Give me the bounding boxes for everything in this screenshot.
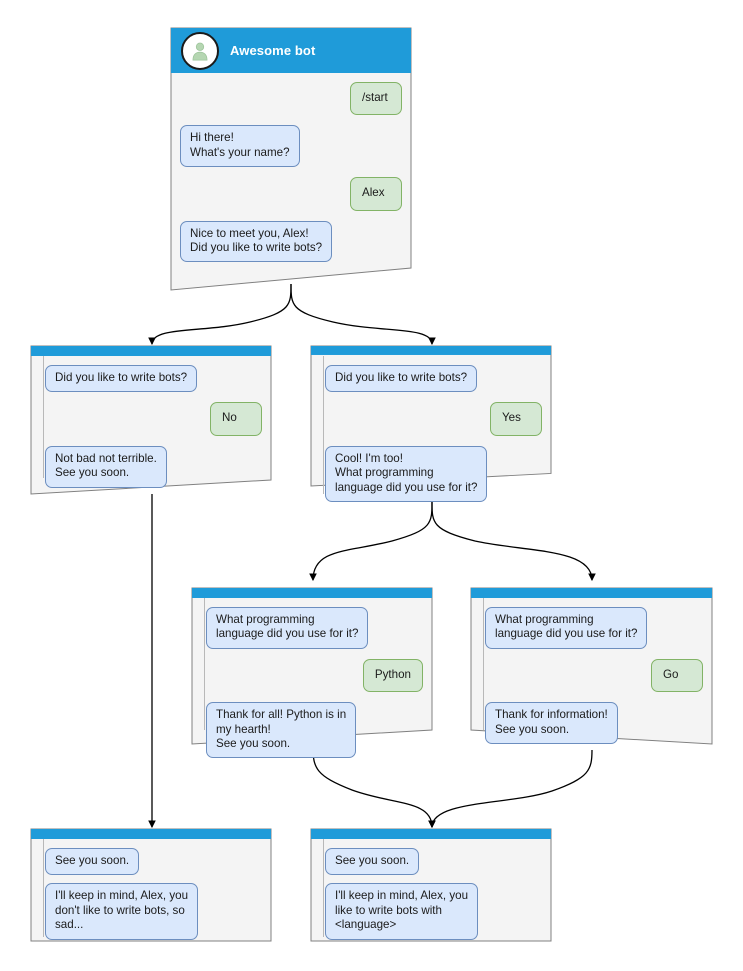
chat-gutter	[43, 839, 44, 937]
chat-gutter	[323, 356, 324, 494]
chat-message-bot: I'll keep in mind, Alex, you don't like …	[45, 883, 199, 940]
chat-gutter	[323, 839, 324, 937]
chat-message-user: Go	[651, 658, 703, 693]
chat-message-bot: Thank for all! Python is in my hearth! S…	[206, 702, 357, 759]
node-end-happy[interactable]: See you soon. I'll keep in mind, Alex, y…	[310, 828, 552, 942]
node-root-title: Awesome bot	[230, 43, 316, 58]
chat-gutter	[43, 356, 44, 478]
chat-message-bot: What programming language did you use fo…	[206, 607, 369, 649]
node-python-branch-chat: What programming language did you use fo…	[192, 598, 432, 768]
chat-gutter	[204, 598, 205, 730]
chat-message-bot: Did you like to write bots?	[45, 365, 198, 393]
edge-yes-to-go	[431, 501, 596, 582]
chat-message-bot: Thank for information! See you soon.	[485, 702, 618, 745]
node-root[interactable]: Awesome bot /start Hi there! What's your…	[170, 27, 412, 291]
chat-message-bot: Nice to meet you, Alex! Did you like to …	[180, 220, 333, 263]
chat-message-bot: Hi there! What's your name?	[180, 125, 300, 168]
node-no-branch-chat: Did you like to write bots? No Not bad n…	[31, 356, 271, 498]
chat-message-user: Python	[362, 658, 423, 693]
node-go-branch-chat: What programming language did you use fo…	[471, 598, 712, 754]
node-root-header: Awesome bot	[171, 28, 411, 73]
chat-gutter	[483, 598, 484, 730]
chat-message-bot: I'll keep in mind, Alex, you like to wri…	[325, 883, 479, 940]
edge-root-to-yes	[290, 283, 436, 346]
node-go-branch[interactable]: What programming language did you use fo…	[470, 587, 713, 745]
edge-python-to-end-happy	[312, 746, 436, 829]
node-no-branch[interactable]: Did you like to write bots? No Not bad n…	[30, 345, 272, 495]
node-python-branch[interactable]: What programming language did you use fo…	[191, 587, 433, 759]
chat-message-user: /start	[350, 82, 402, 116]
chat-message-bot: What programming language did you use fo…	[485, 607, 648, 649]
chat-message-bot: See you soon.	[325, 848, 420, 876]
node-end-happy-chat: See you soon. I'll keep in mind, Alex, y…	[311, 839, 551, 950]
edge-root-to-no	[148, 283, 292, 346]
chat-message-bot: See you soon.	[45, 848, 140, 876]
chat-message-bot: Not bad not terrible. See you soon.	[45, 445, 167, 488]
node-end-sad[interactable]: See you soon. I'll keep in mind, Alex, y…	[30, 828, 272, 942]
chat-message-user: No	[210, 402, 262, 436]
node-yes-branch[interactable]: Did you like to write bots? Yes Cool! I'…	[310, 345, 552, 503]
chat-message-user: Alex	[350, 177, 402, 211]
node-root-chat: /start Hi there! What's your name? Alex …	[171, 73, 411, 272]
bot-avatar-icon	[181, 31, 219, 70]
node-end-sad-chat: See you soon. I'll keep in mind, Alex, y…	[31, 839, 271, 950]
chat-message-user: Yes	[490, 402, 542, 436]
chat-message-bot: Did you like to write bots?	[325, 365, 478, 393]
edge-go-to-end-happy	[428, 749, 593, 829]
chat-message-bot: Cool! I'm too! What programming language…	[325, 445, 488, 503]
edge-yes-to-python	[309, 501, 433, 582]
node-yes-branch-chat: Did you like to write bots? Yes Cool! I'…	[311, 356, 551, 512]
